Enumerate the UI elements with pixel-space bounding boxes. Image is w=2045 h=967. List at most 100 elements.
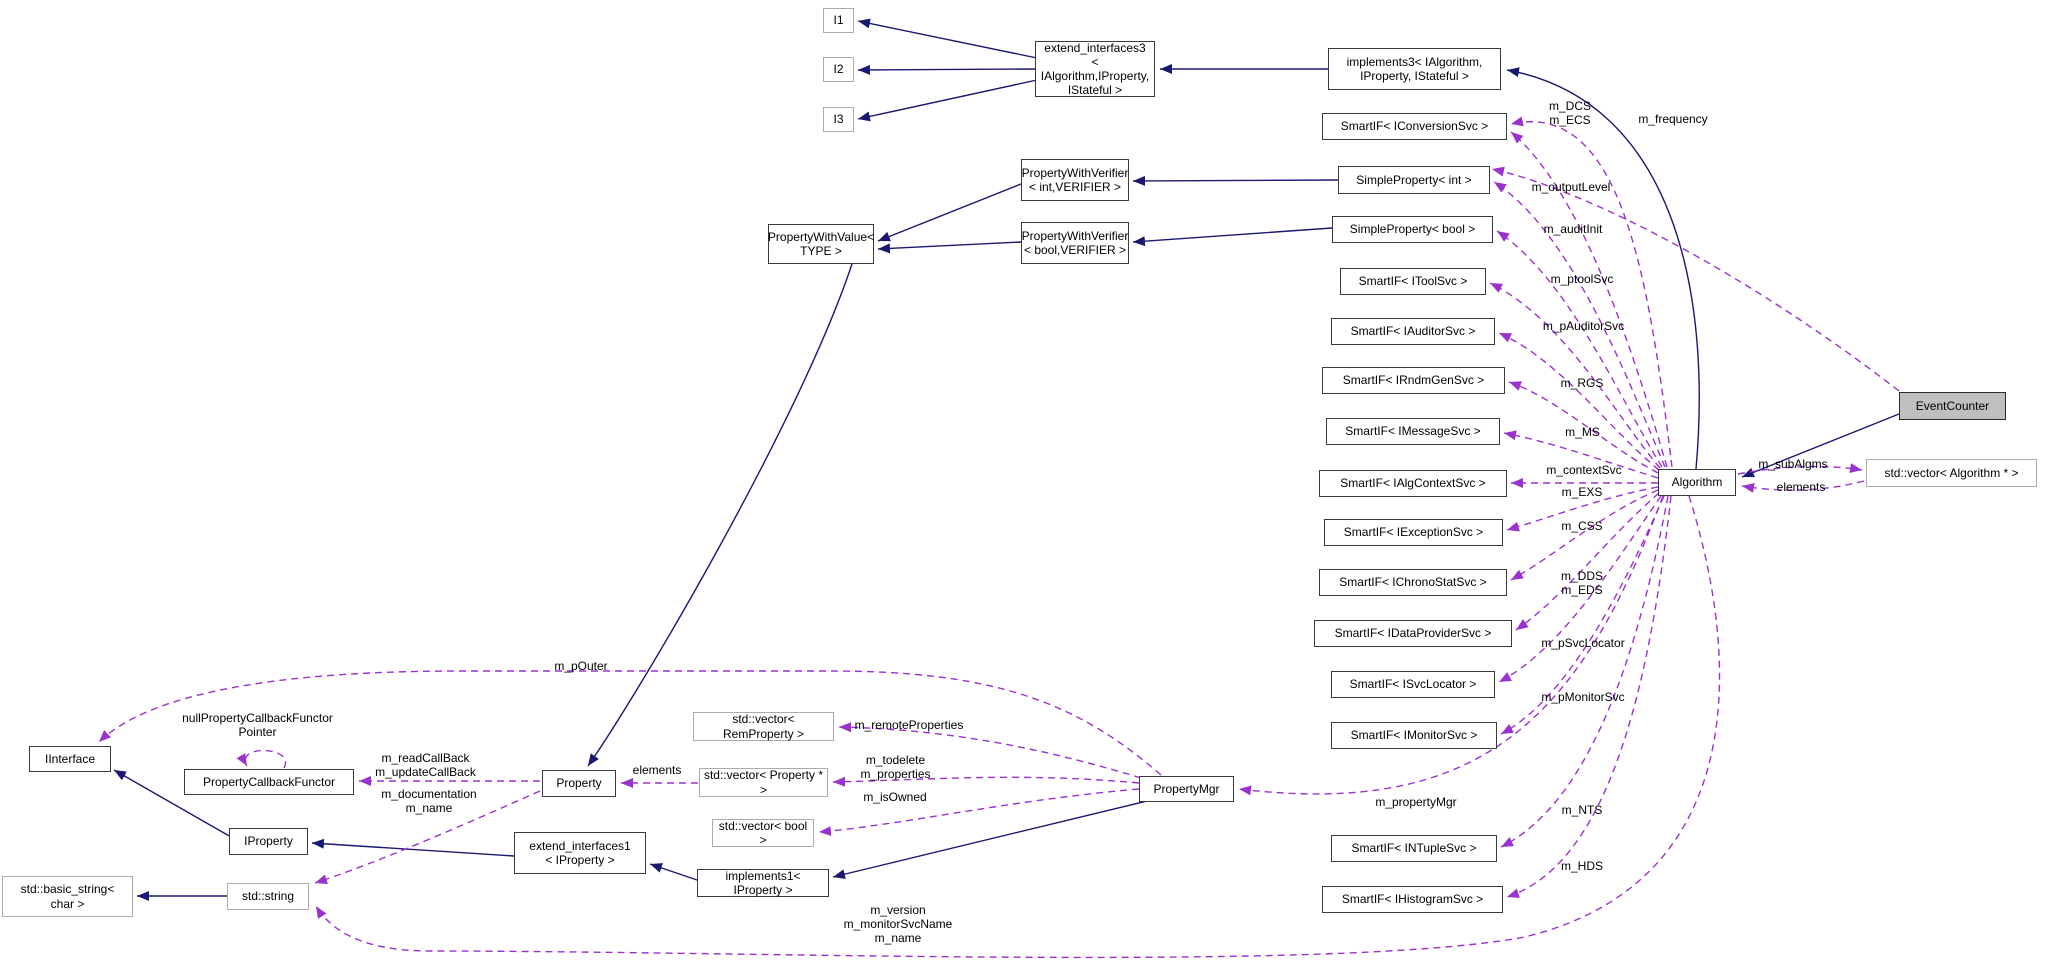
class-node-basic-string: std::basic_string< char > — [2, 876, 133, 917]
edge-label-m-hds: m_HDS — [1560, 859, 1603, 873]
edge-label-elements-left: elements — [632, 763, 682, 777]
edge-m-auditinit — [1496, 230, 1663, 468]
edge-label-m-psvclocator: m_pSvcLocator — [1541, 636, 1625, 650]
edge-ext3-i3 — [857, 79, 1038, 122]
edge-label-m-contextsvc: m_contextSvc — [1546, 463, 1622, 477]
edge-label-m-version-etc: m_version m_monitorSvcName m_name — [843, 903, 953, 945]
edge-m-nts — [1500, 495, 1669, 848]
class-node-smartif-ichronostatsvc[interactable]: SmartIF< IChronoStatSvc > — [1319, 569, 1507, 596]
edge-label-m-dds-eds: m_DDS m_EDS — [1560, 569, 1603, 597]
edge-label-m-rgs: m_RGS — [1560, 376, 1604, 390]
class-node-simpleproperty-bool[interactable]: SimpleProperty< bool > — [1332, 216, 1493, 243]
edge-m-outputlevel — [1493, 181, 1666, 468]
edge-label-m-remoteproperties: m_remoteProperties — [854, 718, 964, 732]
class-node-algorithm[interactable]: Algorithm — [1658, 469, 1736, 496]
class-node-property[interactable]: Property — [542, 770, 616, 797]
class-node-smartif-iconversionsvc[interactable]: SmartIF< IConversionSvc > — [1322, 113, 1507, 140]
edge-ext1-iproperty — [311, 838, 515, 857]
edge-simpint-pwvint — [1132, 175, 1339, 186]
edge-label-m-subalgms: m_subAlgms — [1758, 457, 1828, 471]
edge-m-remoteproperties — [838, 722, 1142, 779]
edge-label-m-ms: m_MS — [1565, 425, 1600, 439]
edge-iproperty-iinterface — [113, 769, 232, 838]
class-node-vector-remproperty: std::vector< RemProperty > — [693, 712, 834, 741]
class-node-vector-algorithm: std::vector< Algorithm * > — [1866, 459, 2037, 487]
class-node-iproperty[interactable]: IProperty — [229, 828, 308, 855]
edge-m-subalgms — [1737, 463, 1863, 475]
class-node-smartif-itoolsvc[interactable]: SmartIF< IToolSvc > — [1340, 268, 1486, 295]
edge-pwvalue-property — [587, 263, 853, 767]
class-node-i3: I3 — [823, 107, 854, 132]
edge-label-m-auditinit: m_auditInit — [1543, 222, 1603, 236]
edge-elements-right — [1741, 480, 1865, 493]
edge-m-ecs — [1510, 131, 1668, 468]
class-node-smartif-ialgcontextsvc[interactable]: SmartIF< IAlgContextSvc > — [1319, 470, 1507, 497]
class-node-smartif-imonitorsvc[interactable]: SmartIF< IMonitorSvc > — [1331, 722, 1497, 749]
edge-eventcounter-algorithm — [1741, 413, 1900, 478]
edge-m-todelete-properties — [832, 776, 1140, 787]
edge-label-m-pouter: m_pOuter — [554, 659, 608, 673]
edge-impl1-ext1 — [649, 863, 698, 881]
edge-ext3-i1 — [857, 18, 1038, 59]
class-node-smartif-irndmgensvc[interactable]: SmartIF< IRndmGenSvc > — [1322, 367, 1505, 394]
class-node-std-string: std::string — [227, 883, 309, 910]
class-node-smartif-idataprovidersvc[interactable]: SmartIF< IDataProviderSvc > — [1314, 620, 1512, 647]
edge-m-ptoolsvc — [1489, 282, 1661, 469]
edge-m-frequency — [1491, 166, 1900, 392]
class-node-smartif-intuplesvc[interactable]: SmartIF< INTupleSvc > — [1331, 835, 1497, 862]
edge-simpbool-pwvbool — [1132, 227, 1333, 247]
edge-m-dds-eds — [1515, 492, 1660, 631]
class-node-smartif-isvclocator[interactable]: SmartIF< ISvcLocator > — [1331, 671, 1495, 698]
edge-label-m-ptoolsvc: m_ptoolSvc — [1550, 272, 1614, 286]
class-node-implements1[interactable]: implements1< IProperty > — [697, 869, 829, 897]
edge-label-m-todelete-properties: m_todelete m_properties — [860, 753, 931, 781]
class-node-propertycallbackfunctor[interactable]: PropertyCallbackFunctor — [184, 769, 354, 795]
edge-null-pcf-pointer — [236, 749, 287, 769]
edge-m-pouter — [98, 670, 1162, 776]
edge-propertymgr-impl1 — [832, 800, 1148, 880]
class-node-smartif-iexceptionsvc[interactable]: SmartIF< IExceptionSvc > — [1324, 519, 1503, 546]
class-node-extend-interfaces3[interactable]: extend_interfaces3 < IAlgorithm,IPropert… — [1035, 41, 1155, 97]
edge-label-m-css: m_CSS — [1561, 519, 1603, 533]
edge-label-m-outputlevel: m_outputLevel — [1531, 180, 1611, 194]
edge-m-isowned — [818, 788, 1140, 837]
edge-label-m-pmonitorsvc: m_pMonitorSvc — [1541, 690, 1625, 704]
class-node-propertywithverifier-bool[interactable]: PropertyWithVerifier < bool,VERIFIER > — [1021, 222, 1129, 264]
edge-m-psvclocator — [1498, 495, 1662, 683]
edge-label-m-nts: m_NTS — [1561, 803, 1603, 817]
edge-ext3-i2 — [857, 64, 1038, 75]
edge-label-m-frequency: m_frequency — [1638, 112, 1708, 126]
class-node-simpleproperty-int[interactable]: SimpleProperty< int > — [1338, 166, 1490, 194]
edge-label-m-dcs-ecs: m_DCS m_ECS — [1548, 99, 1591, 127]
class-node-vector-bool: std::vector< bool > — [712, 819, 814, 847]
edge-m-propertymgr — [1238, 495, 1664, 796]
edge-label-m-doc-name: m_documentation m_name — [381, 787, 477, 815]
edge-label-m-pauditorsvc: m_pAuditorSvc — [1542, 319, 1625, 333]
edge-label-elements-right: elements — [1776, 480, 1826, 494]
class-node-smartif-ihistogramsvc[interactable]: SmartIF< IHistogramSvc > — [1322, 886, 1503, 913]
class-node-propertywithverifier-int[interactable]: PropertyWithVerifier < int,VERIFIER > — [1021, 159, 1129, 201]
edge-label-m-isowned: m_isOwned — [863, 790, 927, 804]
class-node-smartif-iauditorsvc[interactable]: SmartIF< IAuditorSvc > — [1331, 318, 1495, 345]
edge-m-doc-name — [314, 790, 541, 885]
class-node-smartif-imessagesvc[interactable]: SmartIF< IMessageSvc > — [1326, 418, 1500, 445]
edge-m-rgs — [1508, 381, 1659, 474]
edge-label-m-read-update: m_readCallBack m_updateCallBack — [375, 751, 476, 779]
edge-label-null-pcf-pointer: nullPropertyCallbackFunctor Pointer — [182, 711, 333, 739]
class-node-extend-interfaces1[interactable]: extend_interfaces1 < IProperty > — [514, 832, 646, 874]
class-node-vector-property: std::vector< Property * > — [699, 768, 828, 797]
edge-pwvbool-pwvalue — [877, 241, 1022, 254]
class-node-implements3[interactable]: implements3< IAlgorithm, IProperty, ISta… — [1328, 48, 1501, 90]
edge-label-m-propertymgr: m_propertyMgr — [1375, 795, 1457, 809]
class-node-propertywithvalue[interactable]: PropertyWithValue< TYPE > — [768, 224, 874, 264]
class-node-propertymgr[interactable]: PropertyMgr — [1139, 776, 1234, 802]
class-node-iinterface[interactable]: IInterface — [29, 746, 111, 772]
class-node-i2: I2 — [823, 57, 854, 82]
edge-algorithm-impl3 — [1506, 67, 1700, 470]
edge-m-pauditorsvc — [1498, 332, 1660, 471]
class-node-eventcounter: EventCounter — [1899, 392, 2006, 420]
edge-m-hds — [1506, 495, 1672, 899]
edge-label-m-exs: m_EXS — [1561, 485, 1603, 499]
